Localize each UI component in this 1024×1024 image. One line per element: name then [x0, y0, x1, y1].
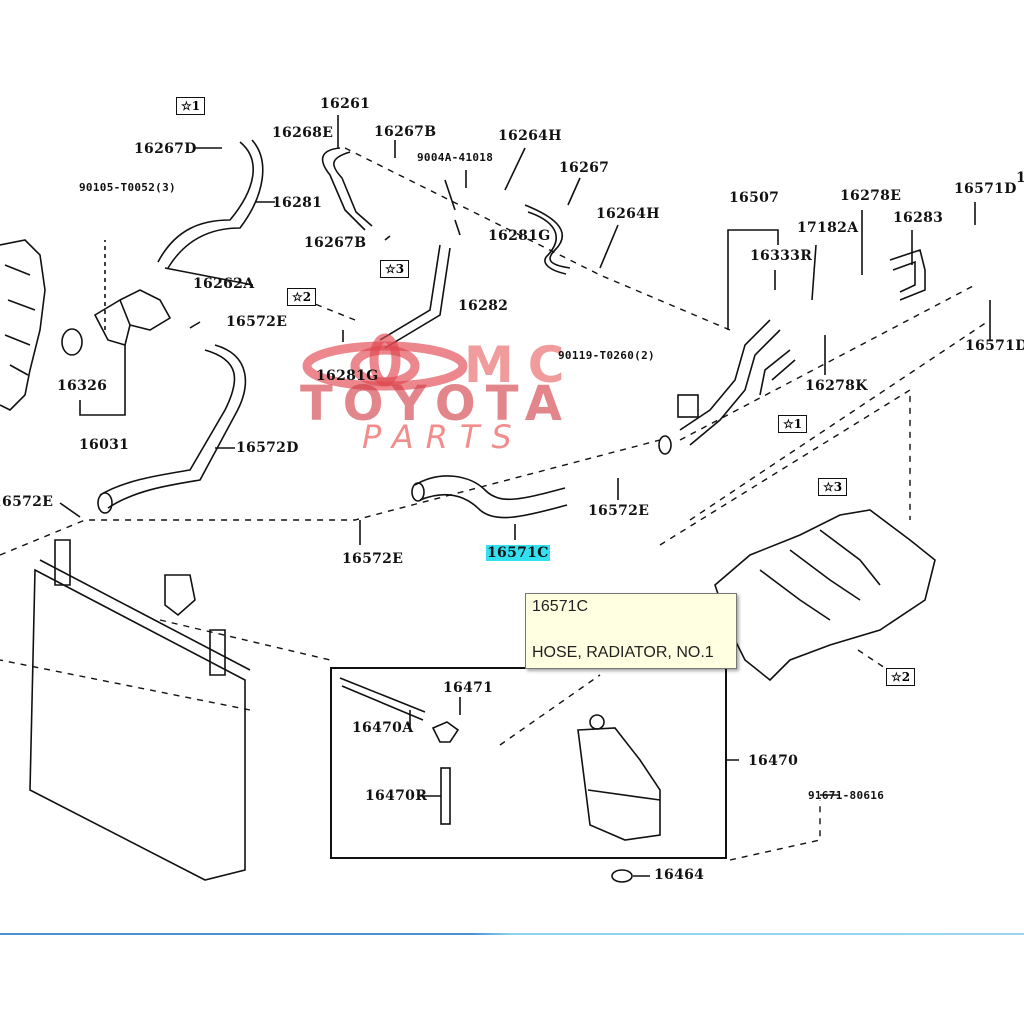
hose-16571C-drawing [414, 475, 568, 519]
hose-16283-drawing [889, 248, 926, 301]
ref-mark-star1-b: ☆1 [778, 415, 808, 433]
part-label-16572E-right[interactable]: 16572E [588, 503, 650, 519]
ref-mark-star1: ☆1 [176, 97, 206, 115]
part-label-9004A[interactable]: 9004A-41018 [417, 151, 494, 164]
hose-16267-drawing [524, 204, 571, 275]
part-label-16470R[interactable]: 16470R [365, 788, 428, 804]
reservoir-group-box [330, 667, 727, 859]
watermark-logo-icon [302, 333, 468, 391]
hose-16572D-drawing [99, 344, 247, 509]
part-label-16268E[interactable]: 16268E [272, 125, 334, 141]
ref-mark-star3: ☆3 [380, 260, 410, 278]
part-label-16471[interactable]: 16471 [443, 680, 494, 696]
part-tooltip: 16571C HOSE, RADIATOR, NO.1 [525, 593, 737, 669]
part-label-16507[interactable]: 16507 [729, 190, 780, 206]
ref-mark-star2-b: ☆2 [886, 668, 916, 686]
hose-16281-drawing [157, 139, 264, 269]
hose-16470R-drawing [440, 767, 451, 825]
ref-mark-star3-b: ☆3 [818, 478, 848, 496]
part-label-16572D[interactable]: 16572D [236, 440, 299, 456]
part-label-16278K[interactable]: 16278K [805, 378, 868, 394]
part-label-16571C-selected[interactable]: 16571C [486, 545, 550, 561]
valve-16471-drawing [431, 721, 460, 743]
part-label-16278E[interactable]: 16278E [840, 188, 902, 204]
part-label-16267B-mid[interactable]: 16267B [304, 235, 367, 251]
part-label-16572E-top[interactable]: 16572E [226, 314, 288, 330]
part-label-16261[interactable]: 16261 [320, 96, 371, 112]
part-label-90119[interactable]: 90119-T0260(2) [558, 349, 655, 362]
part-label-16281G-a[interactable]: 16281G [488, 228, 551, 244]
reservoir-tank-drawing [577, 714, 661, 841]
part-label-16572E-mid[interactable]: 16572E [342, 551, 404, 567]
part-label-16333R[interactable]: 16333R [750, 248, 813, 264]
part-label-16282[interactable]: 16282 [458, 298, 509, 314]
part-label-edge-cut[interactable]: 1 [1016, 170, 1024, 186]
part-label-16264H-a[interactable]: 16264H [498, 128, 562, 144]
part-label-16464[interactable]: 16464 [654, 867, 705, 883]
part-label-16572E-left[interactable]: 16572E [0, 494, 54, 510]
part-label-16283[interactable]: 16283 [893, 210, 944, 226]
divider-rule [0, 933, 1024, 935]
part-label-16031[interactable]: 16031 [79, 437, 130, 453]
water-inlet-drawing [658, 229, 796, 455]
part-label-16267[interactable]: 16267 [559, 160, 610, 176]
part-label-16281G-b[interactable]: 16281G [316, 368, 379, 384]
part-label-16262A[interactable]: 16262A [193, 276, 255, 292]
part-label-90105[interactable]: 90105-T0052(3) [79, 181, 176, 194]
hose-16470A-drawing [339, 677, 426, 721]
ref-mark-star2: ☆2 [287, 288, 317, 306]
radiator-drawing [29, 539, 251, 881]
water-outlet-drawing [61, 240, 172, 416]
part-label-16571D-bottom[interactable]: 16571D [965, 338, 1024, 354]
part-label-16264H-b[interactable]: 16264H [596, 206, 660, 222]
tooltip-part-number: 16571C [532, 598, 589, 615]
part-label-16267D[interactable]: 16267D [134, 141, 197, 157]
part-label-16470[interactable]: 16470 [748, 753, 799, 769]
hose-16261-drawing [321, 147, 373, 231]
part-label-16470A[interactable]: 16470A [352, 720, 414, 736]
part-label-16571D-top[interactable]: 16571D [954, 181, 1017, 197]
part-label-91671[interactable]: 91671-80616 [808, 789, 885, 802]
tooltip-part-description: HOSE, RADIATOR, NO.1 [532, 644, 714, 661]
part-label-16267B-top[interactable]: 16267B [374, 124, 437, 140]
cylinder-head-drawing [714, 509, 936, 682]
part-label-17182A[interactable]: 17182A [797, 220, 859, 236]
hose-16282-drawing [379, 244, 451, 349]
part-label-16326[interactable]: 16326 [57, 378, 108, 394]
cap-16464-drawing [611, 869, 633, 883]
timing-cover-drawing [0, 239, 46, 411]
part-label-16281[interactable]: 16281 [272, 195, 323, 211]
